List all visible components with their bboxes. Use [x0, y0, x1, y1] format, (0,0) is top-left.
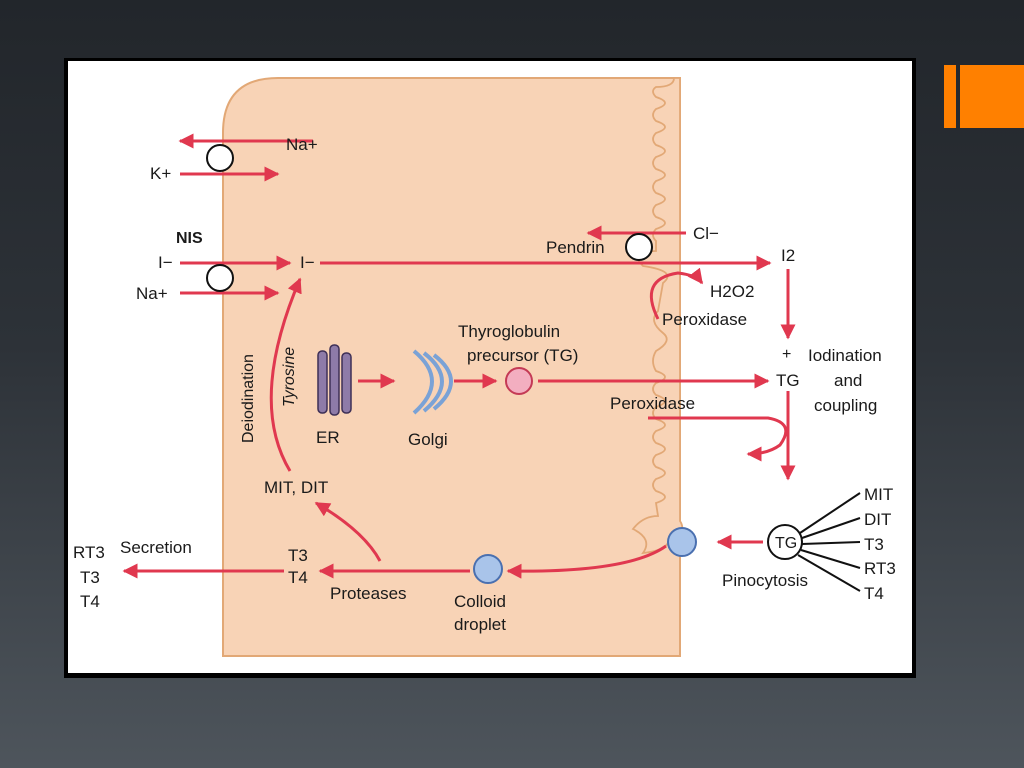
- nis-transporter: [206, 264, 234, 292]
- t3-out-label: T3: [80, 568, 100, 587]
- and-label: and: [834, 371, 862, 390]
- tyrosine-label: Tyrosine: [281, 347, 298, 407]
- plus-label: +: [782, 346, 791, 363]
- proteases-label: Proteases: [330, 584, 407, 603]
- iodide-outside-label: I−: [158, 253, 173, 272]
- tg-colloid-circle: [767, 524, 803, 560]
- nis-label: NIS: [176, 230, 203, 247]
- secretion-label: Secretion: [120, 538, 192, 557]
- t3-right-label: T3: [864, 535, 884, 554]
- thyroglobulin-label: Thyroglobulin: [458, 322, 560, 341]
- h2o2-label: H2O2: [710, 282, 754, 301]
- colloid-droplet: [473, 554, 503, 584]
- t4-out-label: T4: [80, 592, 100, 611]
- droplet-transport-arrow: [506, 544, 667, 579]
- golgi-organelle: [412, 349, 453, 415]
- deiodination-label: Deiodination: [240, 354, 257, 443]
- droplet-label: droplet: [454, 615, 506, 634]
- peroxidase-loop-arrow: [648, 416, 788, 462]
- thyroid-follicular-cell: [222, 77, 681, 657]
- mit-dit-label: MIT, DIT: [264, 478, 328, 497]
- na-top-label: Na+: [286, 135, 318, 154]
- na-k-atpase-pump: [206, 144, 234, 172]
- accent-bar-thick: [960, 65, 1024, 128]
- t4-inside-label: T4: [288, 568, 308, 587]
- rt3-out-label: RT3: [73, 543, 105, 562]
- tg-right-label: TG: [776, 371, 800, 390]
- coupling-label: coupling: [814, 396, 877, 415]
- tg-circle-label: TG: [775, 535, 797, 552]
- iodination-label: Iodination: [808, 346, 882, 365]
- deiodination-arrow: [269, 277, 302, 472]
- thyroglobulin-vesicle: [505, 367, 533, 395]
- er-label: ER: [316, 428, 340, 447]
- colloid-label: Colloid: [454, 592, 506, 611]
- pendrin-transporter: [625, 233, 653, 261]
- pendrin-label: Pendrin: [546, 238, 605, 257]
- tg-branch-lines: [797, 492, 861, 592]
- t4-right-label: T4: [864, 584, 884, 603]
- pinocytosis-droplet: [667, 527, 697, 557]
- chloride-label: Cl−: [693, 224, 719, 243]
- iodide-inside-label: I−: [300, 253, 315, 272]
- iodine-label: I2: [781, 246, 795, 265]
- er-organelle: [317, 344, 352, 416]
- peroxidase-mid-label: Peroxidase: [610, 394, 695, 413]
- thyroid-hormone-synthesis-diagram: Na+ K+ NIS I− Na+ I− Pendrin Cl− I2 H2O2…: [73, 77, 896, 657]
- k-label: K+: [150, 164, 171, 183]
- mit-right-label: MIT: [864, 485, 893, 504]
- t3-inside-label: T3: [288, 546, 308, 565]
- peroxidase-top-label: Peroxidase: [662, 310, 747, 329]
- pinocytosis-label: Pinocytosis: [722, 571, 808, 590]
- rt3-right-label: RT3: [864, 559, 896, 578]
- golgi-label: Golgi: [408, 430, 448, 449]
- precursor-label: precursor (TG): [467, 346, 578, 365]
- accent-bar-thin: [944, 65, 956, 128]
- na-bottom-label: Na+: [136, 284, 168, 303]
- protease-to-mit-arrow: [314, 501, 382, 562]
- h2o2-loop-arrow: [649, 267, 704, 320]
- dit-right-label: DIT: [864, 510, 891, 529]
